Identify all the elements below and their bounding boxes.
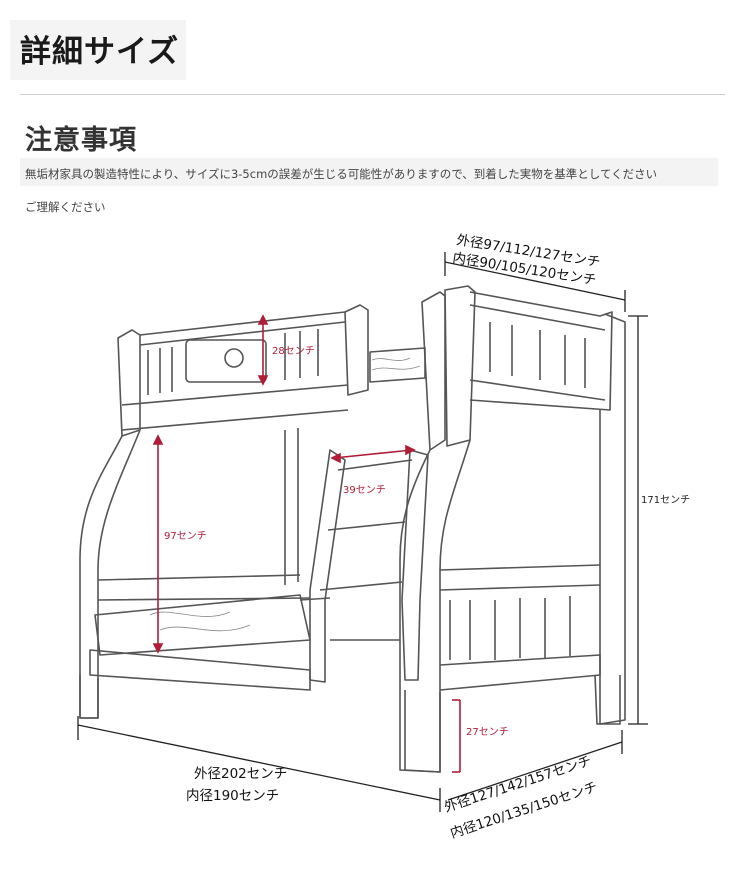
notice-heading: 注意事項: [25, 125, 137, 156]
ladder-width-label: 39センチ: [343, 484, 386, 496]
notice-text: 無垢材家具の製造特性により、サイズに3-5cmの誤差が生じる可能性がありますので…: [25, 167, 658, 181]
page-title: 詳細サイズ: [20, 34, 180, 70]
notice-text-2: ご理解ください: [25, 200, 106, 214]
guard-height-label: 28センチ: [272, 345, 315, 357]
length-inner-label: 内径190センチ: [186, 788, 279, 804]
notice-background: [20, 158, 718, 186]
title-background: [10, 20, 186, 80]
length-outer-label: 外径202センチ: [194, 766, 287, 782]
total-height-label: 171センチ: [641, 494, 690, 506]
divider: [20, 94, 725, 95]
leg-height-label: 27センチ: [466, 726, 509, 738]
clearance-height-label: 97センチ: [164, 530, 207, 542]
